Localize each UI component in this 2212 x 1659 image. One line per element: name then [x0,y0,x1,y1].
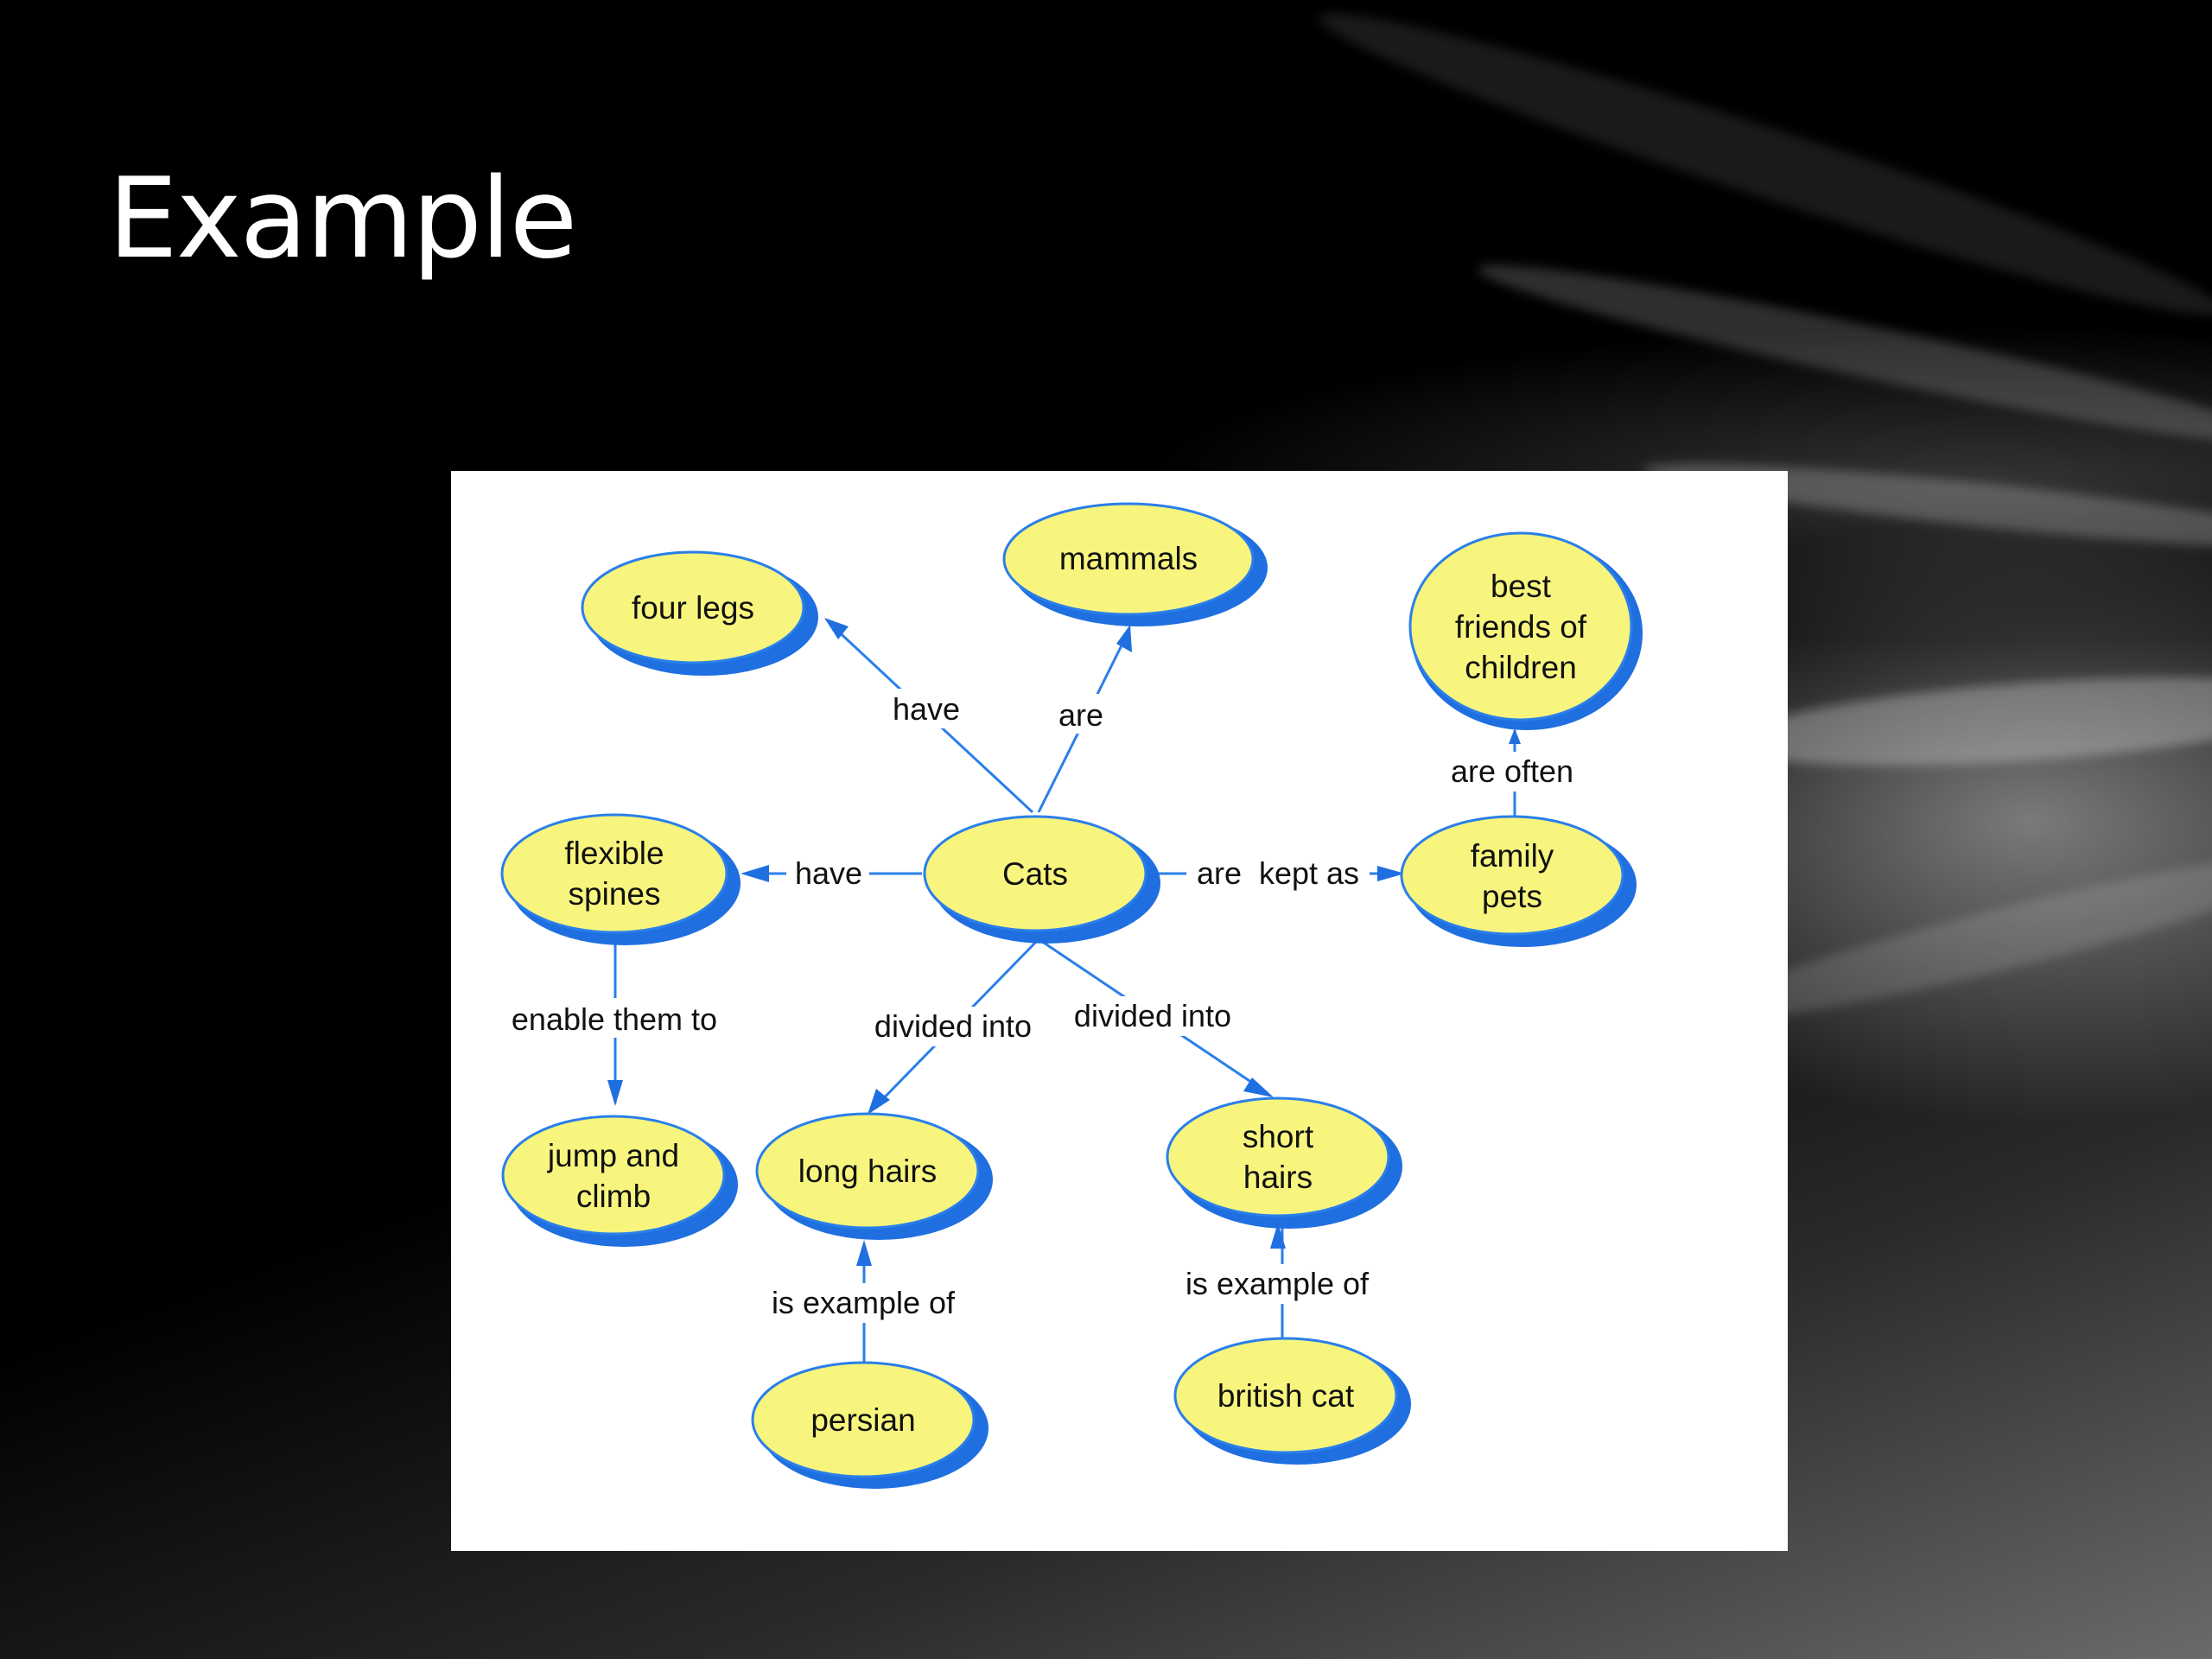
node-label-family: family [1471,838,1554,874]
node-four-legs: four legs [581,550,818,676]
slide-title: Example [108,155,577,283]
light-streak [1726,661,2212,782]
link-label-divided-into-long: divided into [874,1008,1032,1044]
node-label-hairs: hairs [1243,1160,1313,1195]
node-label-long-hairs: long hairs [798,1154,937,1189]
node-label-pets: pets [1482,879,1542,914]
link-label-enable-them-to: enable them to [512,1001,717,1037]
node-label-persian: persian [810,1402,915,1438]
node-label-short: short [1243,1119,1314,1154]
arrowhead-spines [741,865,769,882]
node-best-friends: best friends of children [1408,531,1643,730]
arrowhead-mammals [1116,625,1132,652]
node-label-jump-and: jump and [547,1138,679,1173]
node-label-friends-of: friends of [1455,609,1587,645]
concept-map-panel: have are are often have are kept as enab… [451,471,1788,1551]
node-label-children: children [1465,650,1577,685]
node-label-mammals: mammals [1059,541,1198,576]
arrowhead-jump [607,1080,623,1106]
link-label-have-four-legs: have [893,691,960,727]
node-label-best: best [1491,569,1552,604]
node-label-flexible: flexible [564,836,664,871]
link-labels: have are are often have are kept as enab… [494,689,1581,1323]
node-cats: Cats [923,815,1160,944]
node-long-hairs: long hairs [755,1112,993,1240]
light-streak [1308,0,2212,345]
node-jump-and-climb: jump and climb [501,1115,738,1247]
node-label-four-legs: four legs [632,590,754,626]
arrowhead-family-pets [1377,866,1405,881]
node-persian: persian [751,1361,988,1489]
arrowhead-long-from-persian [856,1240,872,1266]
node-british-cat: british cat [1173,1337,1411,1465]
concept-map: have are are often have are kept as enab… [494,502,1643,1489]
node-flexible-spines: flexible spines [500,813,741,945]
arrowhead-short-from-british [1270,1223,1286,1249]
link-label-have-spines: have [795,855,862,891]
node-mammals: mammals [1002,502,1268,626]
arrowhead-short-hairs [1243,1077,1274,1097]
node-label-climb: climb [576,1179,651,1214]
node-label-spines: spines [569,876,661,912]
link-label-are-kept-as: are kept as [1197,855,1359,891]
link-label-are-often: are often [1451,753,1573,789]
arrowhead-four-legs [824,618,849,639]
link-label-are-mammals: are [1058,697,1103,733]
link-label-is-example-of-british: is example of [1185,1266,1370,1301]
arrowhead-best-friends [1509,728,1521,744]
node-short-hairs: short hairs [1166,1096,1402,1229]
node-family-pets: family pets [1400,815,1637,947]
link-label-divided-into-short: divided into [1074,998,1231,1033]
node-label-cats: Cats [1002,856,1068,892]
arrowhead-long-hairs [868,1089,890,1115]
node-label-british-cat: british cat [1217,1378,1355,1414]
link-label-is-example-of-persian: is example of [772,1285,956,1320]
